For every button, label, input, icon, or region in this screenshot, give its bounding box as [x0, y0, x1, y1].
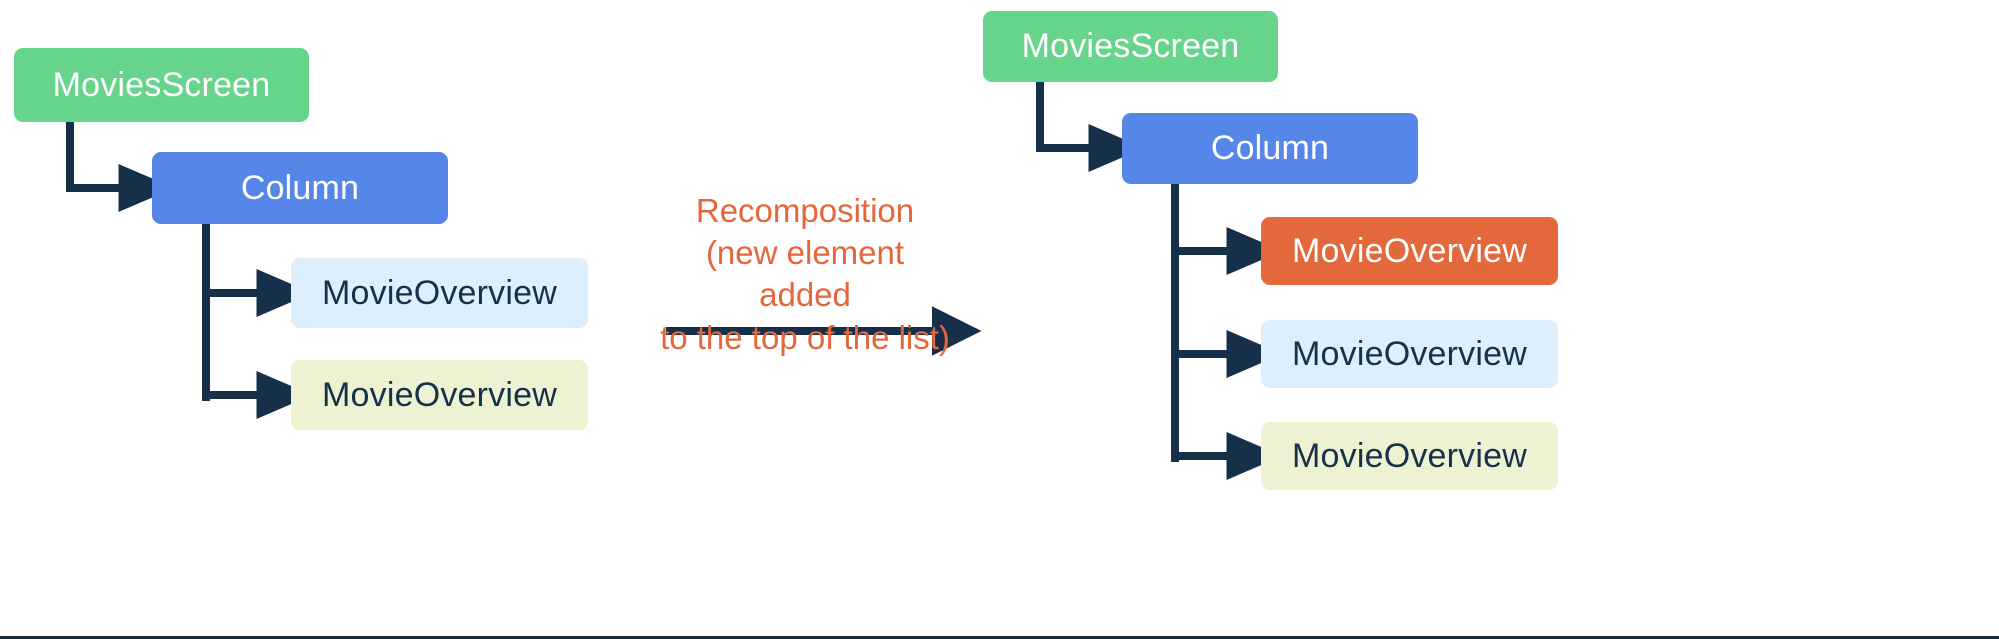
- left-node-movie-overview-1[interactable]: MovieOverview: [291, 258, 588, 328]
- left-node-movies-screen-label: MoviesScreen: [52, 65, 271, 104]
- right-node-movie-overview-new-label: MovieOverview: [1292, 231, 1527, 270]
- left-node-movie-overview-1-label: MovieOverview: [322, 273, 557, 312]
- right-node-movie-overview-new[interactable]: MovieOverview: [1261, 217, 1558, 285]
- left-node-movie-overview-2-label: MovieOverview: [322, 375, 557, 414]
- left-node-movies-screen[interactable]: MoviesScreen: [14, 48, 309, 122]
- bottom-divider: [0, 636, 1999, 639]
- right-node-movie-overview-2[interactable]: MovieOverview: [1261, 422, 1558, 490]
- left-node-column-label: Column: [240, 168, 360, 207]
- right-node-column-label: Column: [1210, 129, 1330, 167]
- left-node-movie-overview-2[interactable]: MovieOverview: [291, 360, 588, 430]
- right-node-movie-overview-1-label: MovieOverview: [1292, 334, 1527, 373]
- right-node-movie-overview-2-label: MovieOverview: [1292, 436, 1527, 475]
- connector-movies-screen-to-column-right: [1036, 80, 1145, 172]
- connector-movies-screen-to-column-left: [66, 120, 175, 212]
- left-node-column[interactable]: Column: [152, 152, 448, 224]
- right-node-movies-screen-label: MoviesScreen: [1021, 27, 1240, 65]
- right-node-movies-screen[interactable]: MoviesScreen: [983, 11, 1278, 82]
- right-node-movie-overview-1[interactable]: MovieOverview: [1261, 320, 1558, 388]
- right-node-column[interactable]: Column: [1122, 113, 1418, 184]
- recomposition-caption: Recomposition (new element added to the …: [660, 192, 950, 356]
